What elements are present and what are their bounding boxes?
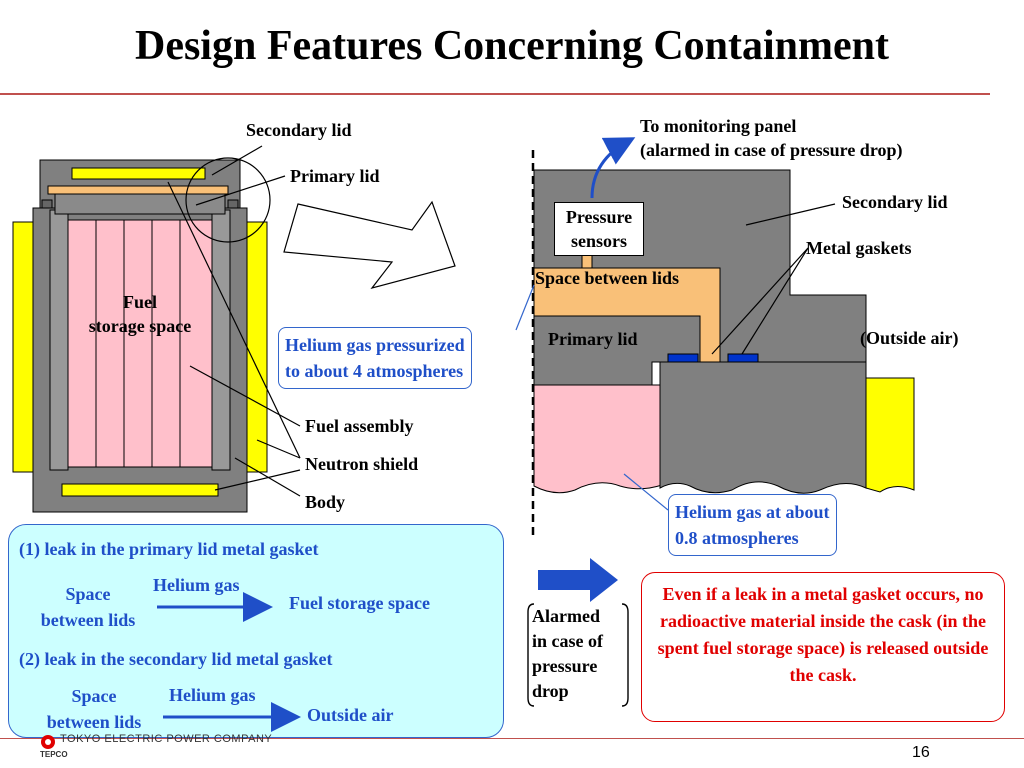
helium-4atm-callout: Helium gas pressurized to about 4 atmosp… <box>278 327 472 389</box>
outside-air-label: (Outside air) <box>860 328 959 348</box>
case1-to: Fuel storage space <box>289 593 430 613</box>
leak-cases-panel: (1) leak in the primary lid metal gasket… <box>8 524 504 738</box>
footer-divider <box>0 738 1024 739</box>
secondary-lid-detail-label: Secondary lid <box>842 192 948 212</box>
zoom-arrow <box>283 200 456 290</box>
gasket-1 <box>667 353 699 363</box>
neutron-shield-left <box>12 221 36 473</box>
body-label: Body <box>305 492 346 512</box>
case2-title: (2) leak in the secondary lid metal gask… <box>19 649 333 669</box>
primary-lid-label: Primary lid <box>290 166 380 186</box>
cask-cross-section <box>12 145 301 513</box>
case1-title: (1) leak in the primary lid metal gasket <box>19 539 319 559</box>
primary-lid-detail-label: Primary lid <box>548 329 638 349</box>
footer-abbr: TEPCO <box>40 750 68 759</box>
neutron-shield-right <box>244 221 268 473</box>
neutron-shield-label: Neutron shield <box>305 454 419 474</box>
case1-from: Space between lids <box>40 584 136 630</box>
page-number: 16 <box>912 744 930 761</box>
space-between-lids-label: Space between lids <box>535 268 679 288</box>
metal-gaskets-label: Metal gaskets <box>806 238 912 258</box>
monitoring-label: To monitoring panel (alarmed in case of … <box>640 116 903 160</box>
secondary-lid-label: Secondary lid <box>246 120 352 140</box>
case1-gas: Helium gas <box>153 575 240 595</box>
tepco-logo-icon <box>41 735 55 749</box>
result-text: Even if a leak in a metal gasket occurs,… <box>657 584 989 685</box>
result-arrow <box>538 558 618 602</box>
lid-space-strip <box>47 185 229 195</box>
alarm-text: Alarmed in case of pressure drop <box>532 606 603 701</box>
helium-08atm-callout: Helium gas at about 0.8 atmospheres <box>668 494 837 556</box>
page-title: Design Features Concerning Containment <box>134 23 890 69</box>
result-panel: Even if a leak in a metal gasket occurs,… <box>641 572 1005 722</box>
gasket-2 <box>727 353 759 363</box>
title-divider <box>0 93 990 95</box>
fuel-storage-space <box>67 219 213 468</box>
case2-from: Space between lids <box>46 686 142 732</box>
primary-lid <box>54 193 226 215</box>
case2-to: Outside air <box>307 705 394 725</box>
pressure-sensors-label: Pressure sensors <box>554 202 644 256</box>
zoom-circle <box>185 157 271 243</box>
case2-gas: Helium gas <box>169 685 256 705</box>
footer-company: TOKYO ELECTRIC POWER COMPANY <box>60 733 273 745</box>
fuel-assembly-label: Fuel assembly <box>305 416 414 436</box>
fuel-storage-label: Fuel storage space <box>88 292 192 336</box>
